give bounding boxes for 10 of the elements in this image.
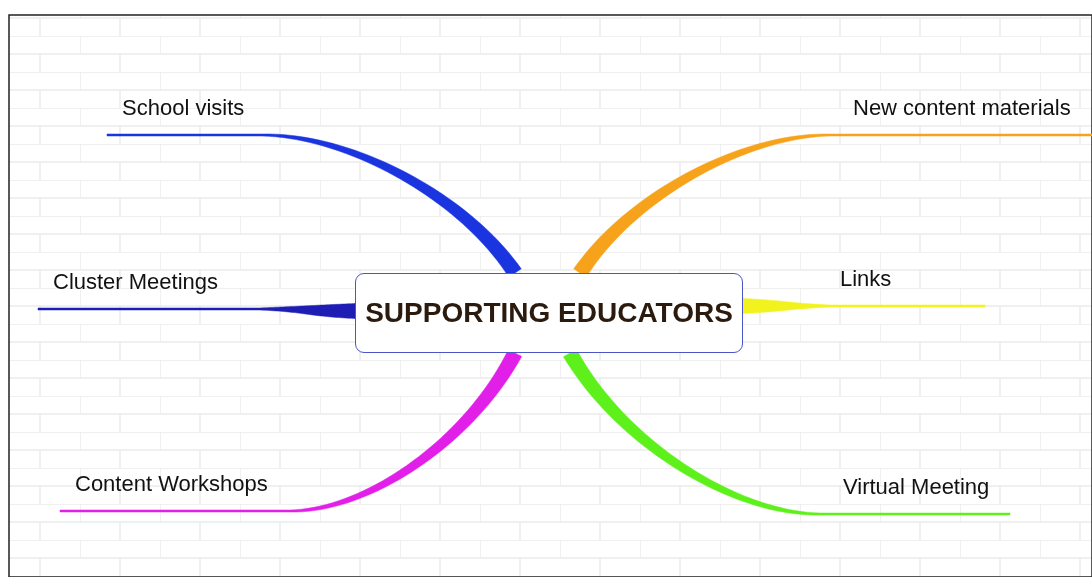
central-topic-box <box>355 273 743 353</box>
branch-label: New content materials <box>853 95 1071 121</box>
central-topic-title: SUPPORTING EDUCATORS <box>365 297 733 329</box>
branch-line <box>742 298 986 314</box>
branch-label: Virtual Meeting <box>843 474 990 500</box>
branch-label: School visits <box>122 95 245 121</box>
branch-line <box>37 303 356 319</box>
branch-label: Links <box>840 266 892 292</box>
branch-label: Cluster Meetings <box>53 269 219 295</box>
branch-label: Content Workshops <box>75 471 268 497</box>
